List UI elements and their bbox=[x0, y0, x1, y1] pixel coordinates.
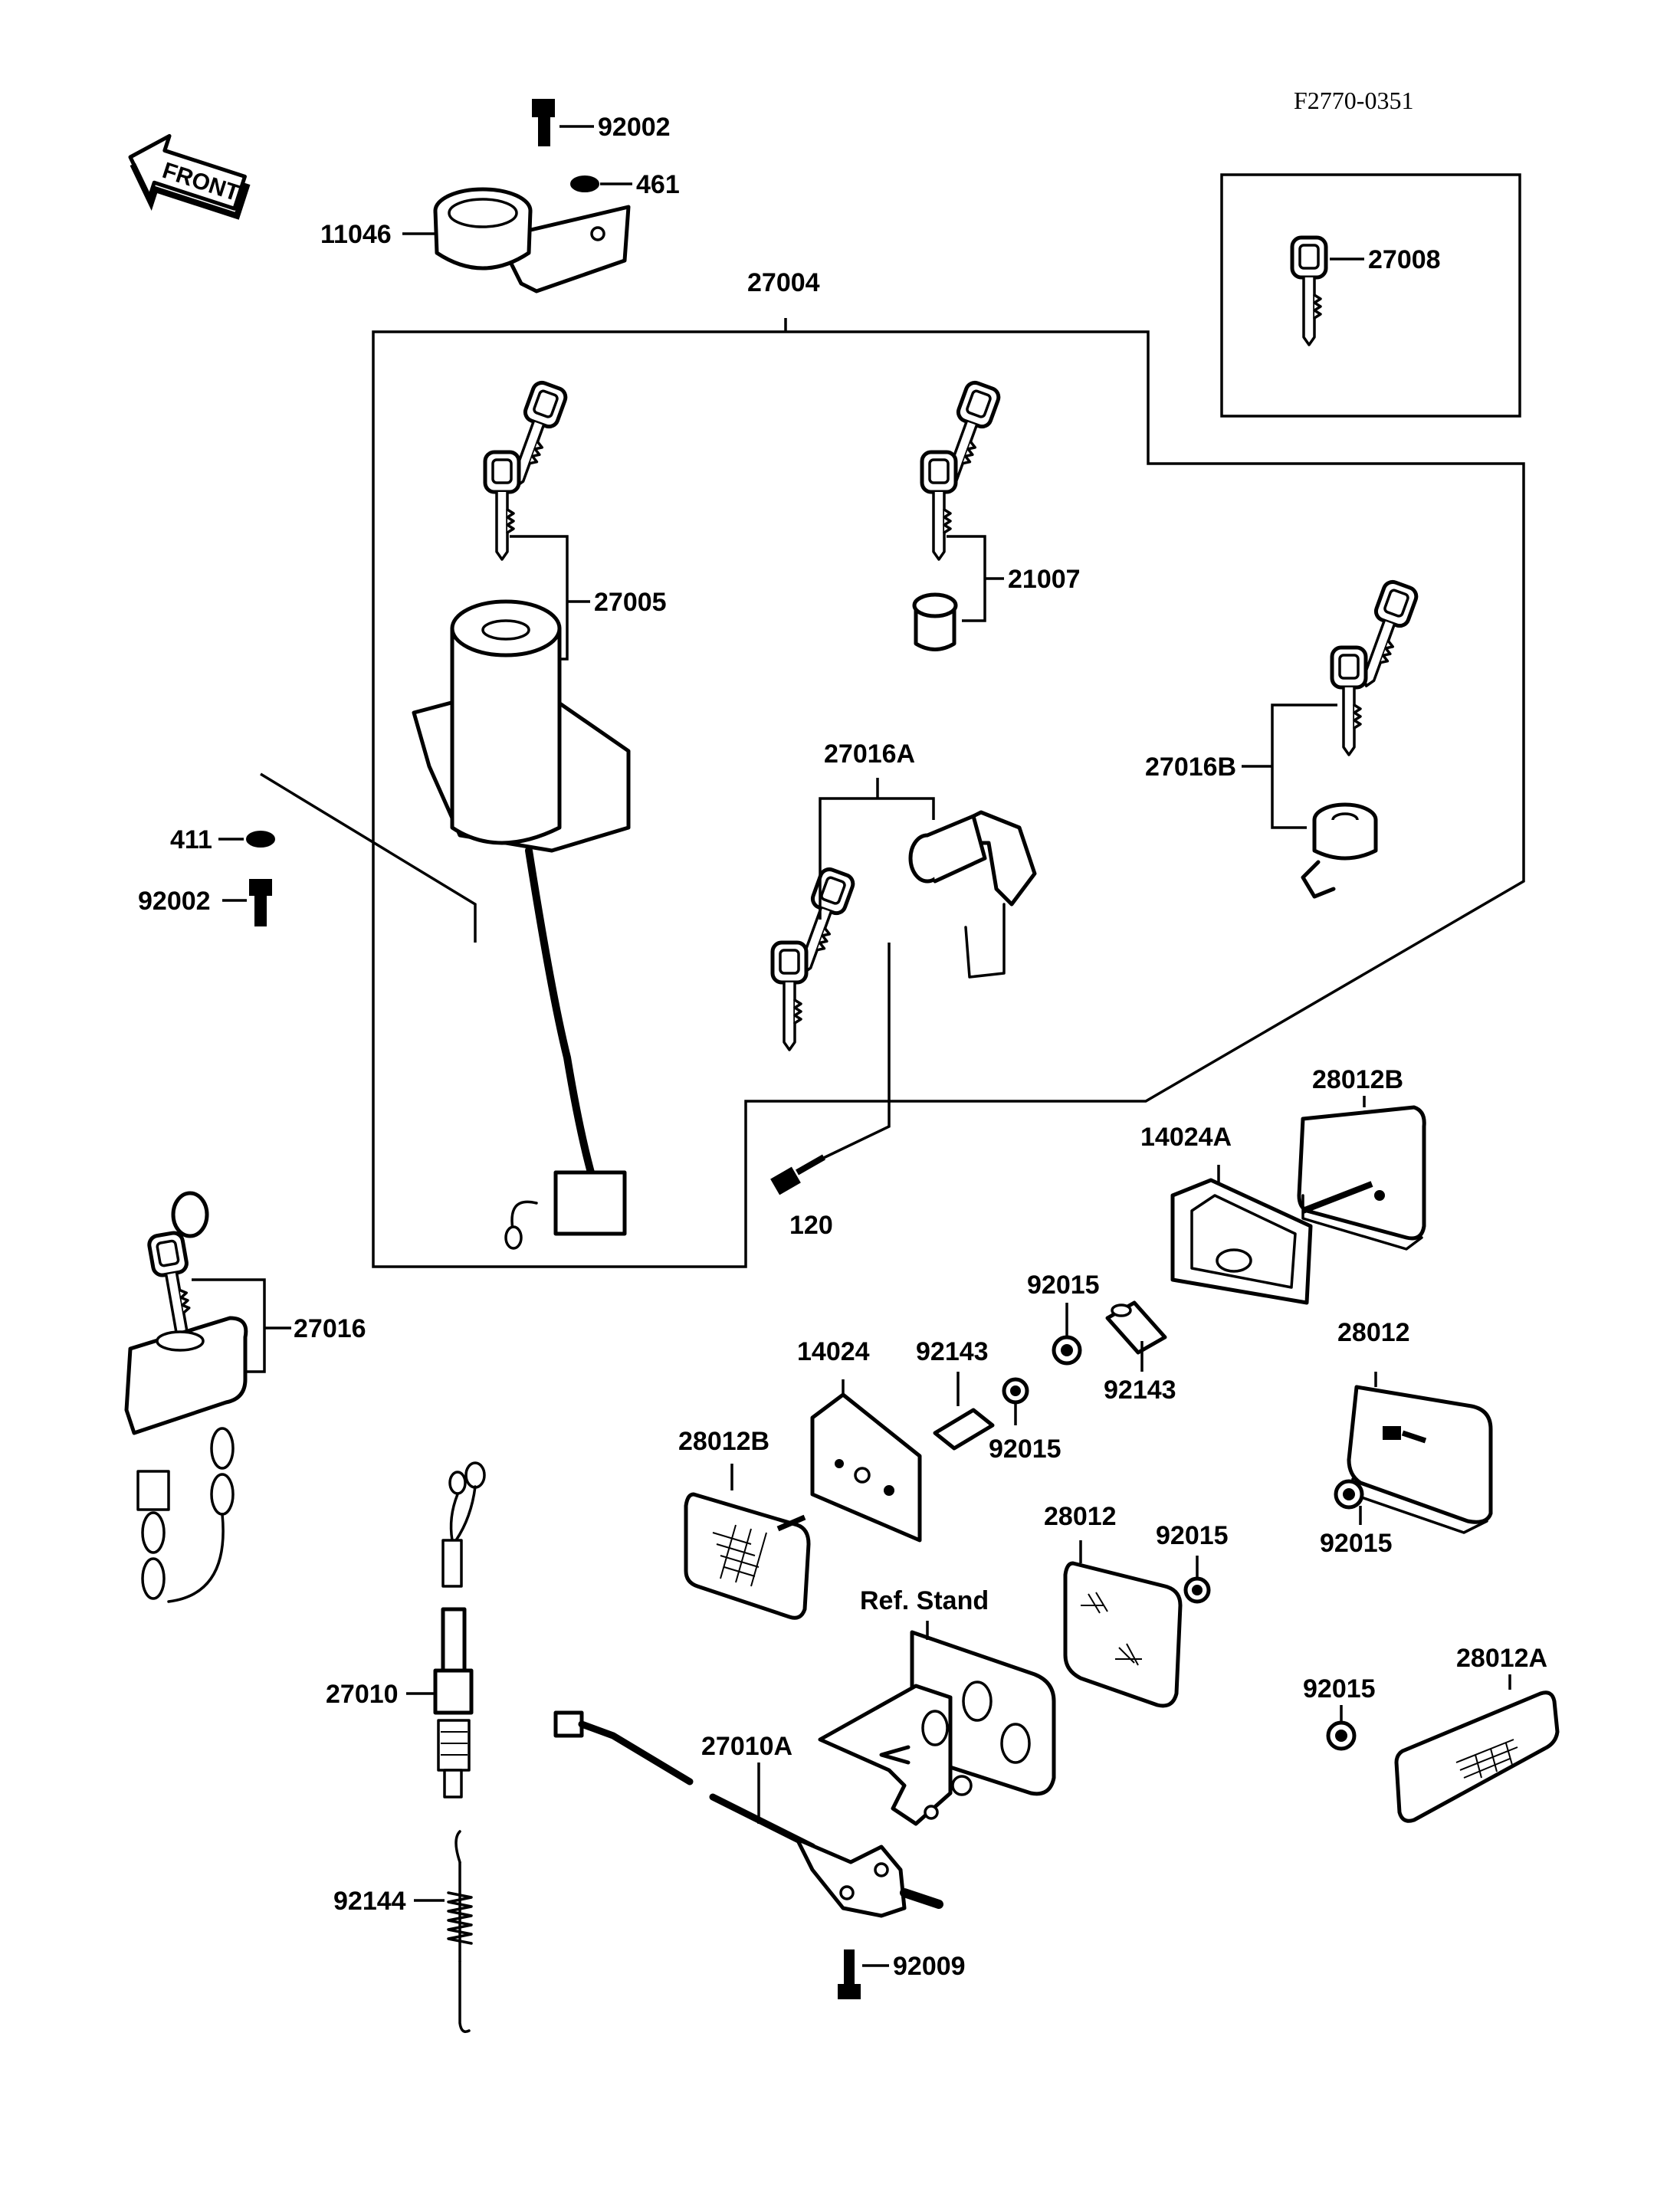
label-28012B-top: 28012B bbox=[1312, 1065, 1403, 1094]
label-21007: 21007 bbox=[1008, 565, 1081, 594]
label-28012B-left: 28012B bbox=[678, 1427, 769, 1456]
spacer-92143-b-icon bbox=[1105, 1300, 1167, 1355]
spacer-92143-a-icon bbox=[933, 1408, 995, 1451]
label-92015-b: 92015 bbox=[989, 1435, 1061, 1464]
label-92144: 92144 bbox=[333, 1887, 406, 1916]
reflector-28012A-icon bbox=[1394, 1690, 1560, 1823]
label-27016: 27016 bbox=[294, 1314, 366, 1343]
screw-92009-icon bbox=[838, 1949, 861, 1999]
label-27016A: 27016A bbox=[824, 739, 915, 769]
label-28012-mid: 28012 bbox=[1044, 1502, 1117, 1531]
label-14024: 14024 bbox=[797, 1337, 870, 1366]
spring-92144-icon bbox=[447, 1830, 473, 2033]
cover-11046-icon bbox=[433, 187, 631, 293]
label-28012A: 28012A bbox=[1456, 1644, 1547, 1673]
label-27010: 27010 bbox=[326, 1680, 399, 1709]
reflector-28012B-left-icon bbox=[684, 1492, 811, 1620]
bolt-92002-icon bbox=[532, 99, 555, 146]
ref-stand-label: Ref. Stand bbox=[860, 1586, 989, 1615]
label-92015-d: 92015 bbox=[1156, 1521, 1229, 1550]
keys-27016A-icon bbox=[773, 867, 855, 1050]
reflector-28012B-top-icon bbox=[1297, 1105, 1426, 1251]
label-461: 461 bbox=[636, 170, 680, 199]
washer-461-icon bbox=[570, 175, 599, 192]
lock-27016B-icon bbox=[1301, 802, 1378, 899]
label-27005: 27005 bbox=[594, 588, 667, 617]
label-14024A: 14024A bbox=[1140, 1123, 1232, 1152]
switch-27010A-icon bbox=[553, 1710, 943, 1918]
label-92002-top: 92002 bbox=[598, 113, 671, 142]
reflector-28012-mid-icon bbox=[1063, 1561, 1183, 1708]
label-92143-a: 92143 bbox=[916, 1337, 989, 1366]
label-28012-right: 28012 bbox=[1337, 1318, 1410, 1347]
label-92143-b: 92143 bbox=[1104, 1376, 1176, 1405]
label-27010A: 27010A bbox=[701, 1732, 792, 1761]
lock-27016A-icon bbox=[908, 810, 1037, 979]
label-92009: 92009 bbox=[893, 1952, 966, 1981]
assembly-27004-outline bbox=[372, 330, 1525, 1268]
bracket-14024-icon bbox=[810, 1392, 922, 1543]
label-411: 411 bbox=[170, 825, 212, 854]
label-92015-c: 92015 bbox=[1320, 1529, 1393, 1558]
nut-92015-c-icon bbox=[1334, 1479, 1364, 1510]
label-27016B: 27016B bbox=[1145, 753, 1236, 782]
label-120: 120 bbox=[789, 1211, 833, 1240]
stand-bracket-icon bbox=[818, 1630, 1056, 1826]
label-92015-a: 92015 bbox=[1027, 1271, 1100, 1300]
nut-92015-b-icon bbox=[1002, 1377, 1029, 1405]
label-27004: 27004 bbox=[747, 268, 820, 297]
label-11046: 11046 bbox=[320, 220, 392, 249]
chain-lock-27016-icon bbox=[124, 1316, 248, 1603]
switch-27010-icon bbox=[433, 1461, 486, 1799]
keys-27005-icon bbox=[485, 380, 568, 559]
lock-21007-icon bbox=[912, 592, 958, 651]
nut-92015-d-icon bbox=[1183, 1576, 1211, 1604]
nut-92015-e-icon bbox=[1326, 1720, 1357, 1751]
washer-411-icon bbox=[246, 831, 275, 848]
front-arrow-icon: FRONT bbox=[128, 133, 251, 220]
reflector-28012-right-icon bbox=[1347, 1385, 1493, 1534]
figure-id: F2770-0351 bbox=[1294, 87, 1413, 114]
nut-92015-a-icon bbox=[1052, 1335, 1082, 1366]
label-27008: 27008 bbox=[1368, 245, 1441, 274]
keys-27016B-icon bbox=[1332, 579, 1419, 755]
label-92015-e: 92015 bbox=[1303, 1674, 1376, 1703]
keys-27016-icon bbox=[148, 1191, 209, 1343]
bolt-92002-left-icon bbox=[249, 879, 272, 926]
bracket-14024A-icon bbox=[1170, 1178, 1373, 1305]
key-27008-icon bbox=[1292, 238, 1326, 345]
keys-21007-icon bbox=[922, 380, 1001, 559]
box-27008 bbox=[1220, 173, 1521, 418]
label-92002-left: 92002 bbox=[138, 887, 211, 916]
ignition-switch-icon bbox=[412, 599, 631, 1250]
